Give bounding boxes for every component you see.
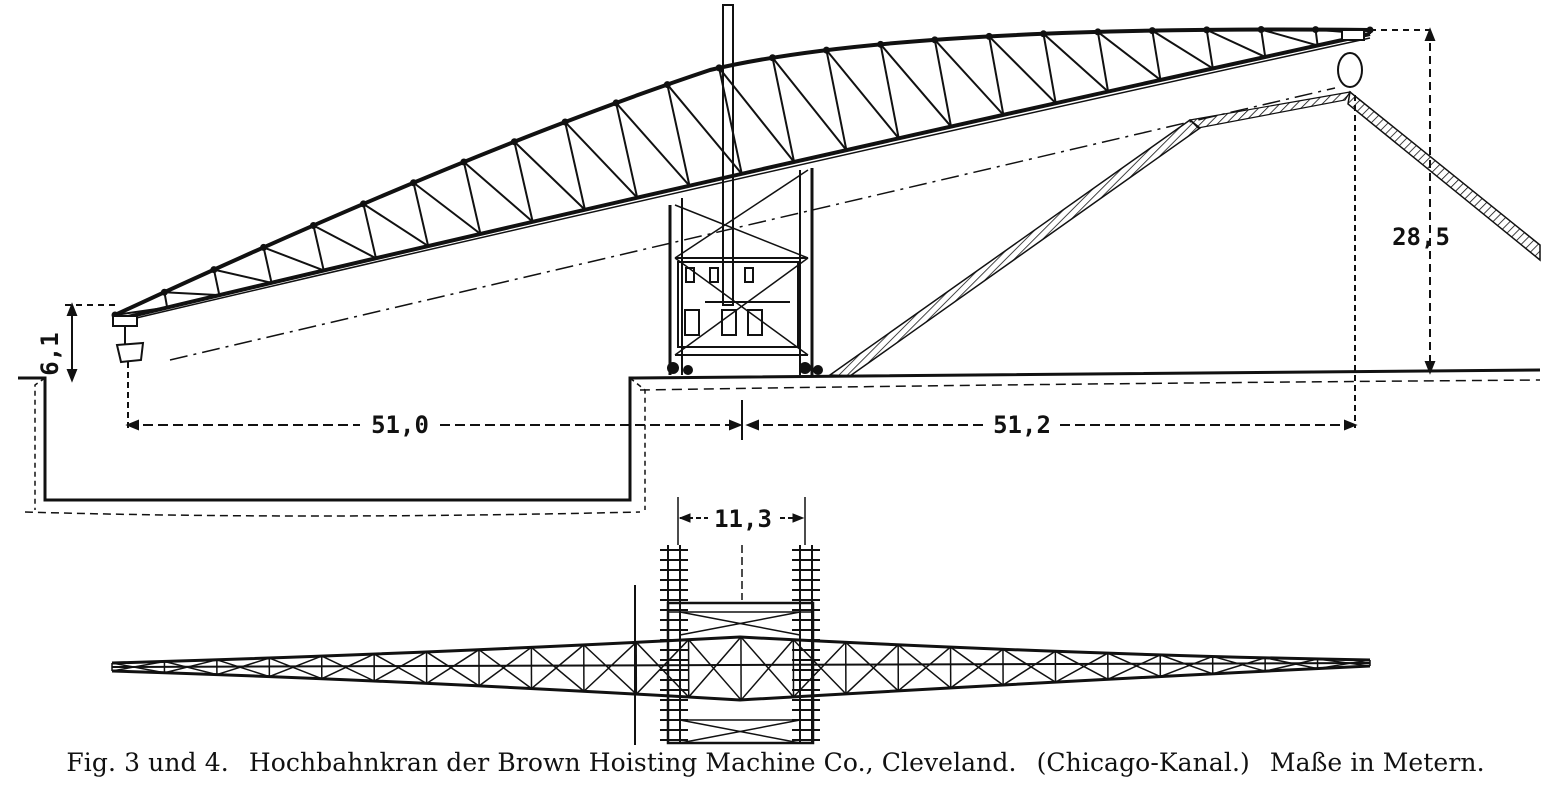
caption-units: Maße in Metern. [1269,748,1485,777]
right-span-label: 51,2 [993,411,1051,439]
plan-rail-left [660,545,688,743]
bridge-truss [111,26,1374,324]
caption-figure-number: Fig. 3 und 4. [66,748,229,777]
right-trolley-bucket [1337,29,1365,88]
right-height-label: 28,5 [1392,223,1450,251]
caption-title: Hochbahnkran der Brown Hoisting Machine … [248,748,1017,777]
left-height-label: 6,1 [36,332,64,375]
ground-profile [18,368,1541,517]
bucket-path-line [169,87,1336,361]
crane-elevation-view: 6,1 28,5 51,0 51,2 [18,4,1541,517]
caption-location: (Chicago-Kanal.) [1036,748,1250,777]
track-width-label: 11,3 [714,505,772,533]
plan-rail-right [792,545,820,743]
crane-figure: 6,1 28,5 51,0 51,2 [18,4,1541,745]
dimension-lines [65,27,1436,440]
crane-plan-view [111,497,1371,745]
central-tower [668,4,814,375]
left-span-label: 51,0 [371,411,429,439]
figure-caption: Fig. 3 und 4. Hochbahnkran der Brown Hoi… [0,748,1551,777]
left-trolley-bucket [112,315,145,364]
operator-house [677,261,799,348]
storage-pile [827,90,1541,377]
tower-trucks [667,362,823,375]
